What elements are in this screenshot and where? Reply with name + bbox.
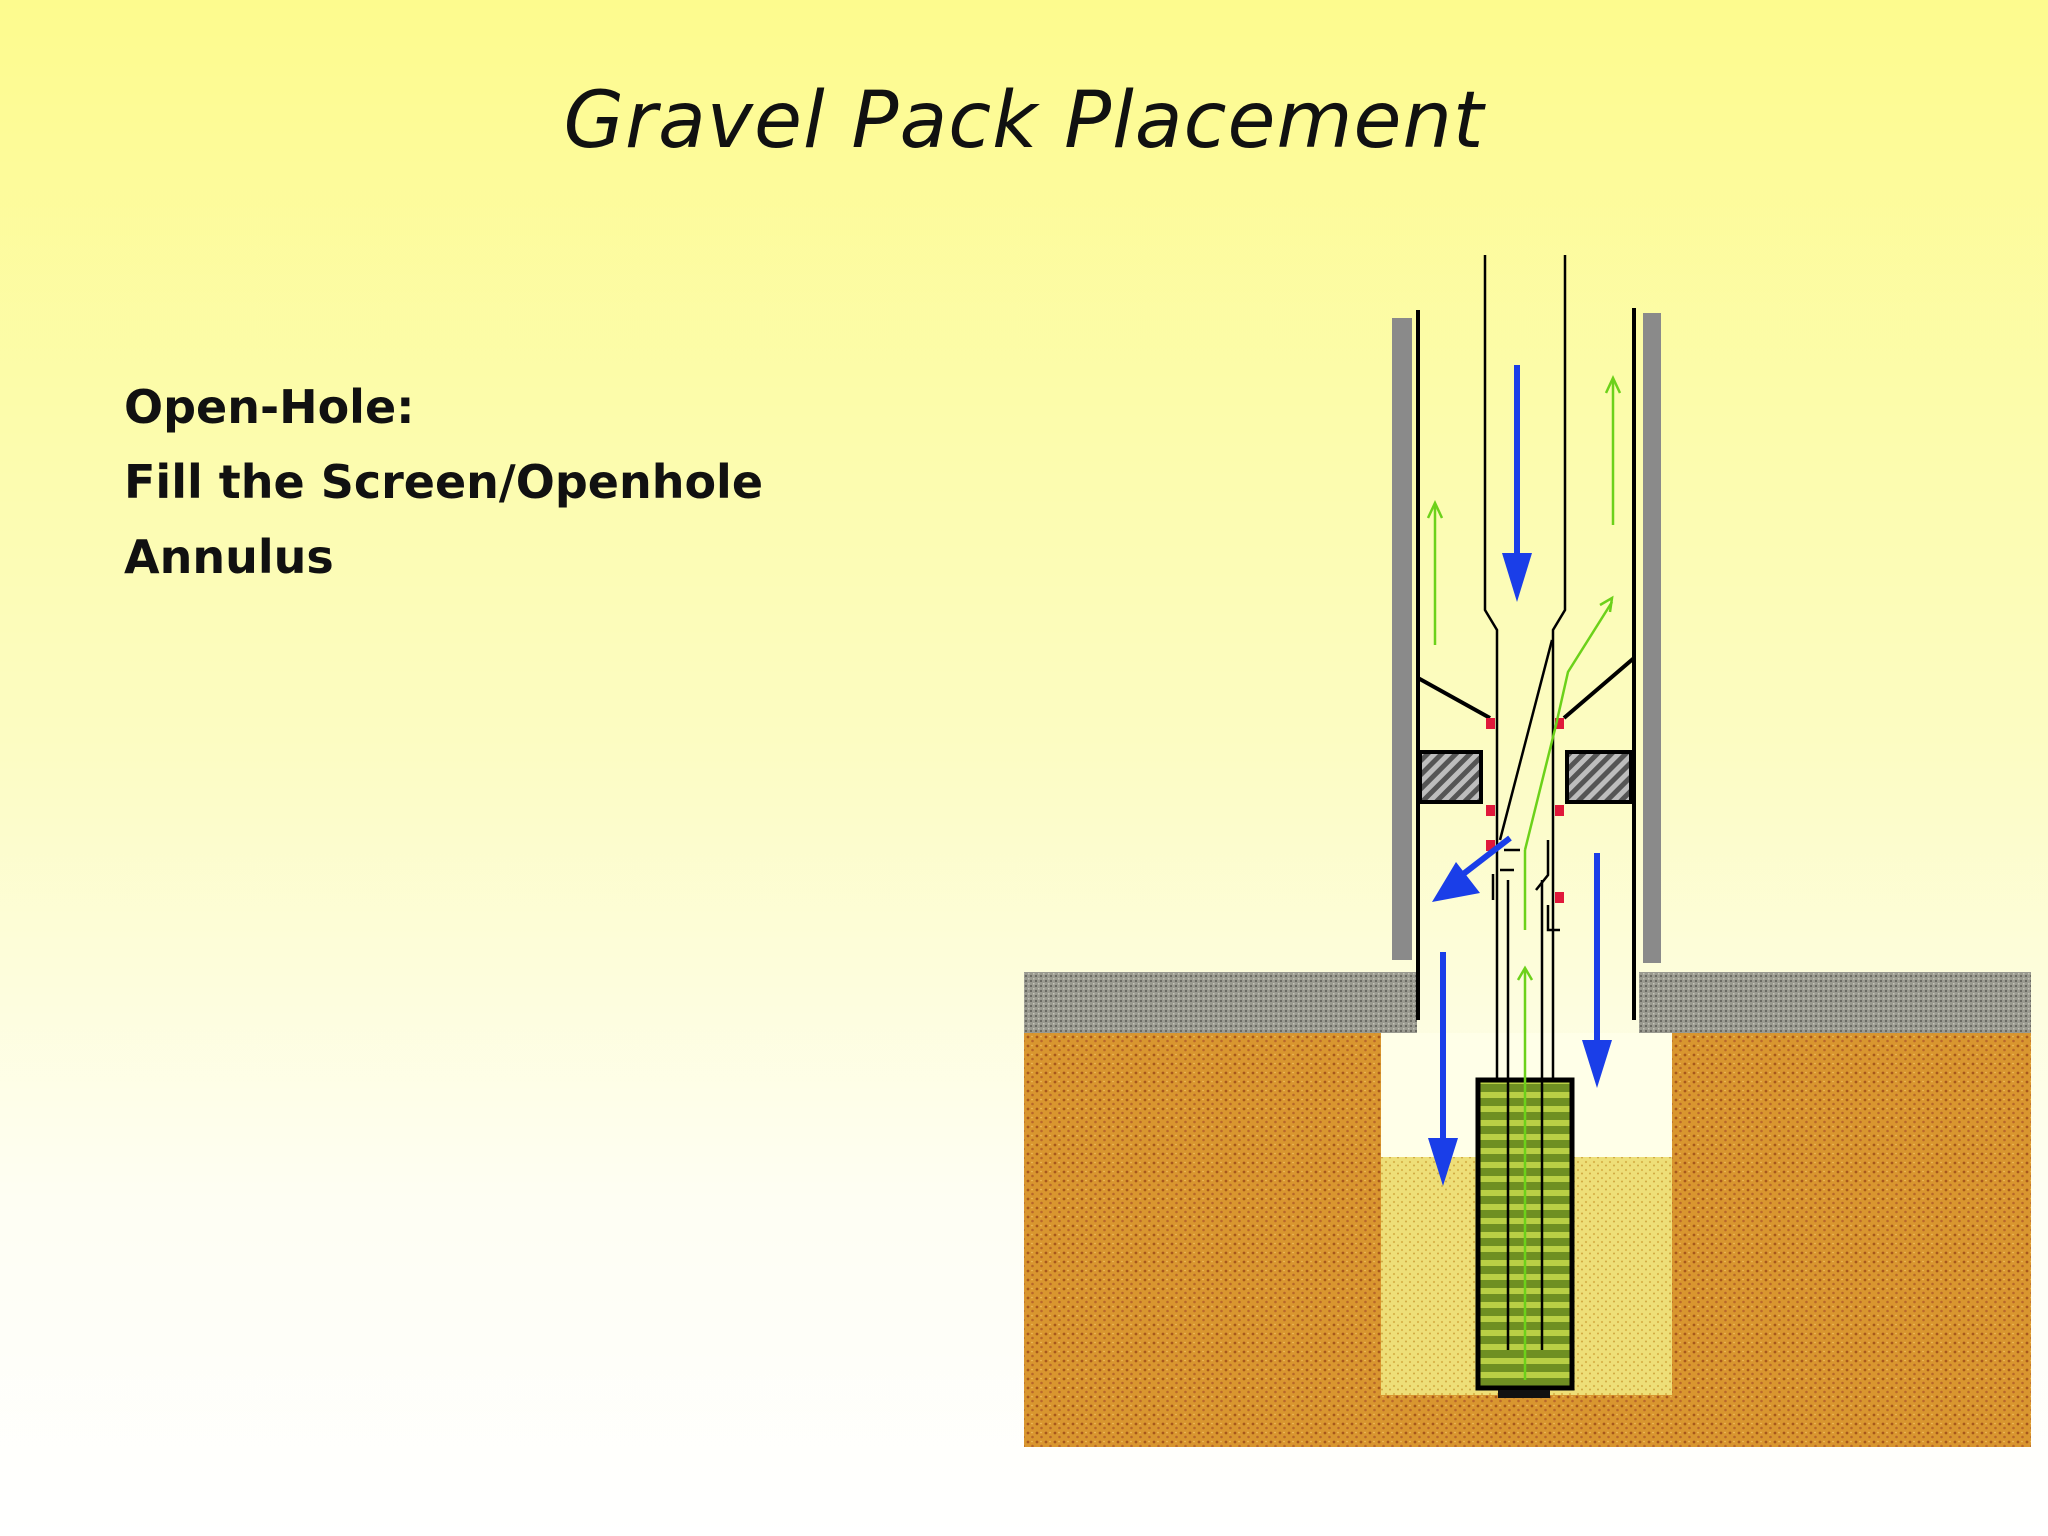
seals (1486, 718, 1564, 903)
crossover-port (1498, 639, 1554, 841)
packer (1418, 750, 1633, 804)
return-flow-arrows (1426, 375, 1622, 1380)
formation (1024, 1033, 2031, 1447)
screen-base-pipe (1506, 1080, 1544, 1350)
slide-body-text: Open-Hole: Fill the Screen/Openhole Annu… (124, 370, 763, 595)
screen-bottom-cap (1498, 1390, 1550, 1398)
slide-title: Gravel Pack Placement (563, 76, 1485, 166)
gravel-pack-diagram (1024, 255, 2031, 1447)
cement-layer (1024, 972, 2031, 1033)
body-line-fill-screen: Fill the Screen/Openhole (124, 455, 764, 509)
body-line-open-hole: Open-Hole: (124, 380, 415, 434)
packer-slips (1417, 656, 1636, 720)
slurry-flow-arrows (1428, 365, 1612, 1186)
casing (1392, 308, 1661, 1020)
body-line-annulus: Annulus (124, 530, 334, 584)
